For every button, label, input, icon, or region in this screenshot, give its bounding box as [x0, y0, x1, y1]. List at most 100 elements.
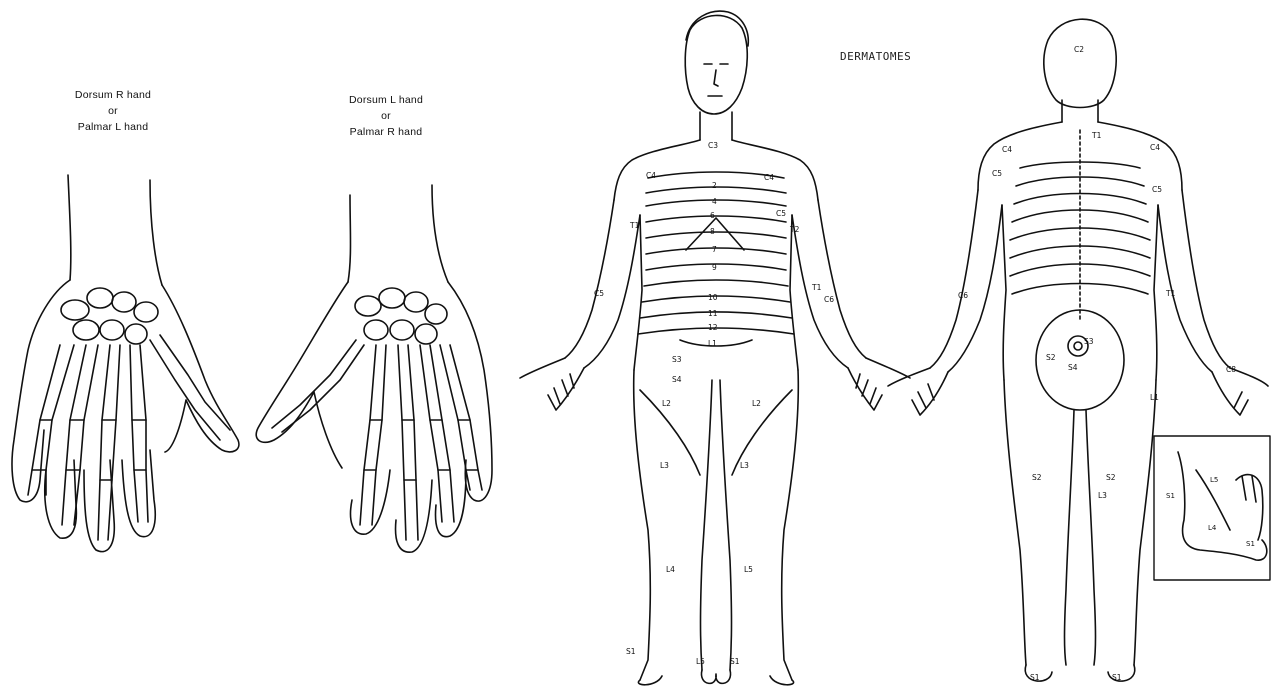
front-label: T1: [811, 283, 822, 292]
front-label: 4: [712, 197, 717, 206]
leg-outline: [634, 370, 651, 680]
leg-outline: [782, 370, 799, 680]
front-label: C6: [824, 295, 834, 304]
foot-inset: [1154, 436, 1270, 580]
leg-outline: [701, 380, 713, 670]
front-label: S1: [626, 647, 636, 656]
back-label: C5: [992, 169, 1002, 178]
foot-label: L5: [1210, 476, 1218, 484]
front-label: 10: [708, 293, 718, 302]
back-label: C4: [1002, 145, 1012, 154]
front-label: 12: [708, 323, 718, 332]
front-label: C4: [764, 173, 774, 182]
front-label: S3: [672, 355, 682, 364]
front-label: L2: [752, 399, 761, 408]
back-label: S2: [1106, 473, 1116, 482]
front-label: 8: [710, 227, 715, 236]
carpal-bone: [415, 324, 437, 344]
torso-outline: [1154, 205, 1158, 380]
carpal-bone: [134, 302, 158, 322]
torso-outline: [790, 215, 798, 370]
shoulder-line: [1098, 122, 1182, 190]
front-label: 2: [712, 181, 717, 190]
back-label: T1: [1091, 131, 1102, 140]
arm-outline: [584, 215, 640, 368]
foot-label: L4: [1208, 524, 1217, 532]
carpal-bone: [87, 288, 113, 308]
front-label: L5: [696, 657, 705, 666]
front-label: L1: [708, 339, 717, 348]
leg-outline: [1134, 380, 1156, 665]
front-label: C5: [594, 289, 604, 298]
front-label: C4: [646, 171, 656, 180]
finger-bone: [408, 345, 418, 540]
front-label: C5: [776, 209, 786, 218]
front-label: 6: [710, 211, 715, 220]
wrist-line: [348, 195, 351, 282]
carpal-bone: [364, 320, 388, 340]
back-label: C2: [1074, 45, 1084, 54]
front-label: 9: [712, 263, 717, 272]
finger-bone: [74, 345, 98, 525]
front-label: T1: [629, 221, 640, 230]
carpal-bone: [61, 300, 89, 320]
back-label: C6: [958, 291, 968, 300]
shoulder-line: [978, 122, 1062, 190]
dermatome-bands: [1010, 130, 1150, 320]
carpal-bone: [125, 324, 147, 344]
leg-outline: [1086, 410, 1096, 665]
foot-label: S1: [1166, 492, 1175, 500]
back-label: S3: [1084, 337, 1094, 346]
front-label: S1: [730, 657, 740, 666]
back-label: T1: [1165, 289, 1176, 298]
front-label: L3: [740, 461, 749, 470]
neck-line: [1062, 100, 1098, 122]
leg-outline: [1004, 380, 1026, 665]
torso-outline: [634, 215, 642, 370]
wrist-line: [68, 175, 71, 280]
head-outline: [685, 15, 747, 114]
torso-outline: [1002, 205, 1006, 380]
back-label: L3: [1098, 491, 1107, 500]
wrist-line: [150, 180, 162, 285]
back-label: S1: [1030, 673, 1040, 682]
back-label: C5: [1152, 185, 1162, 194]
toe-outline: [1236, 475, 1263, 540]
finger-bone: [140, 345, 148, 522]
head-outline: [1044, 19, 1116, 107]
leg-outline: [1065, 410, 1075, 665]
hair-line: [686, 11, 748, 46]
back-label: S4: [1068, 363, 1078, 372]
finger-bone: [398, 345, 406, 540]
foot-outline: [701, 670, 730, 683]
hand-outline: [12, 280, 239, 552]
foot-label: S1: [1246, 540, 1255, 548]
back-label: L1: [1150, 393, 1159, 402]
back-body-drawing: [888, 19, 1268, 681]
carpal-bone: [112, 292, 136, 312]
hand-left-drawing: [256, 185, 492, 552]
carpal-bone: [100, 320, 124, 340]
neck-line: [700, 112, 732, 140]
front-label: 7: [712, 245, 717, 254]
front-label: S4: [672, 375, 682, 384]
hand-outline: [520, 358, 584, 410]
thumb-bone: [282, 345, 364, 432]
carpal-bone: [404, 292, 428, 312]
hand-outline: [888, 368, 948, 415]
arm-outline: [565, 200, 614, 358]
back-label: C4: [1150, 143, 1160, 152]
front-label: L2: [662, 399, 671, 408]
back-label: S2: [1032, 473, 1042, 482]
carpal-bone: [390, 320, 414, 340]
carpal-bone: [379, 288, 405, 308]
thumb-bone: [160, 335, 230, 430]
back-label: S1: [1112, 673, 1122, 682]
leg-outline: [720, 380, 732, 670]
front-label: 11: [708, 309, 718, 318]
foot-labels: L5 S1 L4 S1: [1166, 476, 1255, 548]
front-label: L3: [660, 461, 669, 470]
hand-outline: [1212, 368, 1268, 415]
